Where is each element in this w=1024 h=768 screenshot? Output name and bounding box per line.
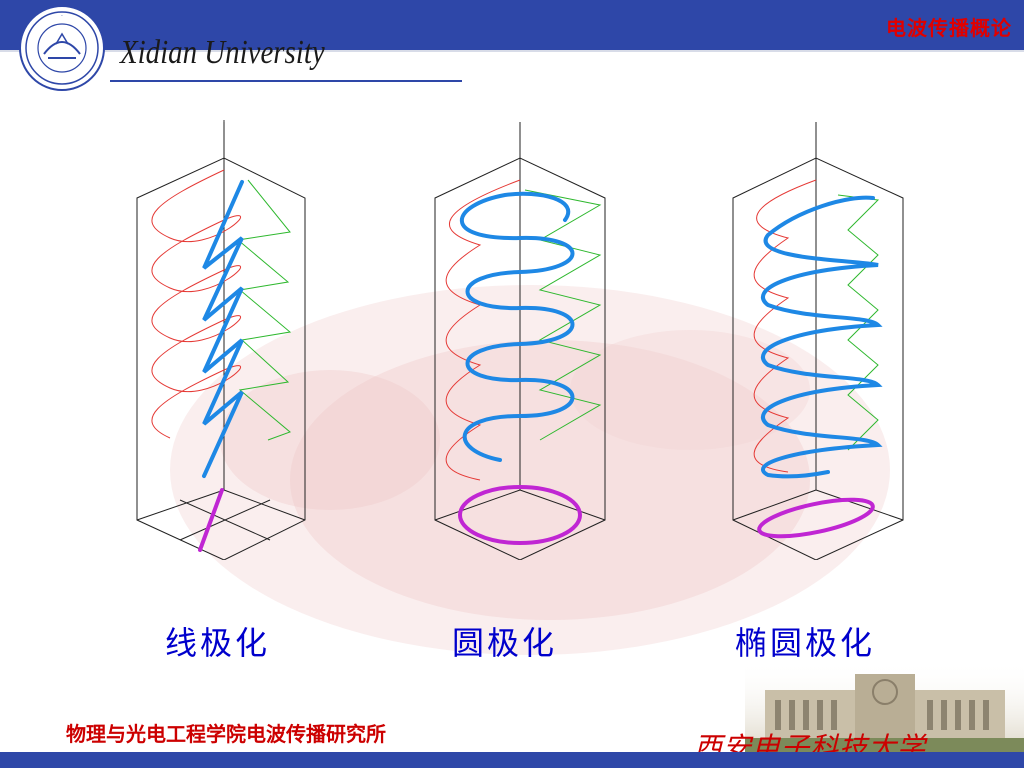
total-field-wave — [459, 191, 575, 462]
y-component-wave — [236, 179, 292, 441]
svg-text:·: · — [61, 13, 63, 20]
projection-line — [198, 488, 224, 552]
y-component-wave — [837, 194, 880, 451]
course-title: 电波传播概论 — [886, 16, 1012, 40]
axis-box — [434, 122, 606, 560]
caption-circular: 圆极化 — [452, 624, 558, 662]
projection-circle — [458, 485, 582, 545]
campus-building-image — [745, 660, 1024, 752]
total-field-wave — [760, 195, 883, 479]
circular-polarization-diagram — [434, 122, 606, 560]
x-component-wave — [753, 179, 817, 473]
globe-watermark — [170, 285, 890, 655]
university-seal-icon: · — [19, 5, 105, 91]
title-underline — [110, 80, 462, 82]
header-bar — [0, 0, 1024, 50]
university-name: Xidian University — [120, 34, 325, 71]
y-component-wave — [524, 189, 602, 441]
caption-linear: 线极化 — [165, 624, 271, 662]
total-field-wave — [202, 180, 244, 478]
x-component-wave — [151, 169, 241, 439]
footer-institute: 物理与光电工程学院电波传播研究所 — [66, 722, 386, 746]
linear-polarization-diagram — [136, 120, 306, 560]
x-component-wave — [445, 179, 521, 481]
projection-ellipse — [757, 497, 875, 539]
elliptical-polarization-diagram — [732, 122, 904, 560]
axis-box — [732, 122, 904, 560]
caption-elliptical: 椭圆极化 — [735, 624, 876, 662]
header-divider — [0, 50, 1024, 52]
footer-bar — [0, 752, 1024, 768]
